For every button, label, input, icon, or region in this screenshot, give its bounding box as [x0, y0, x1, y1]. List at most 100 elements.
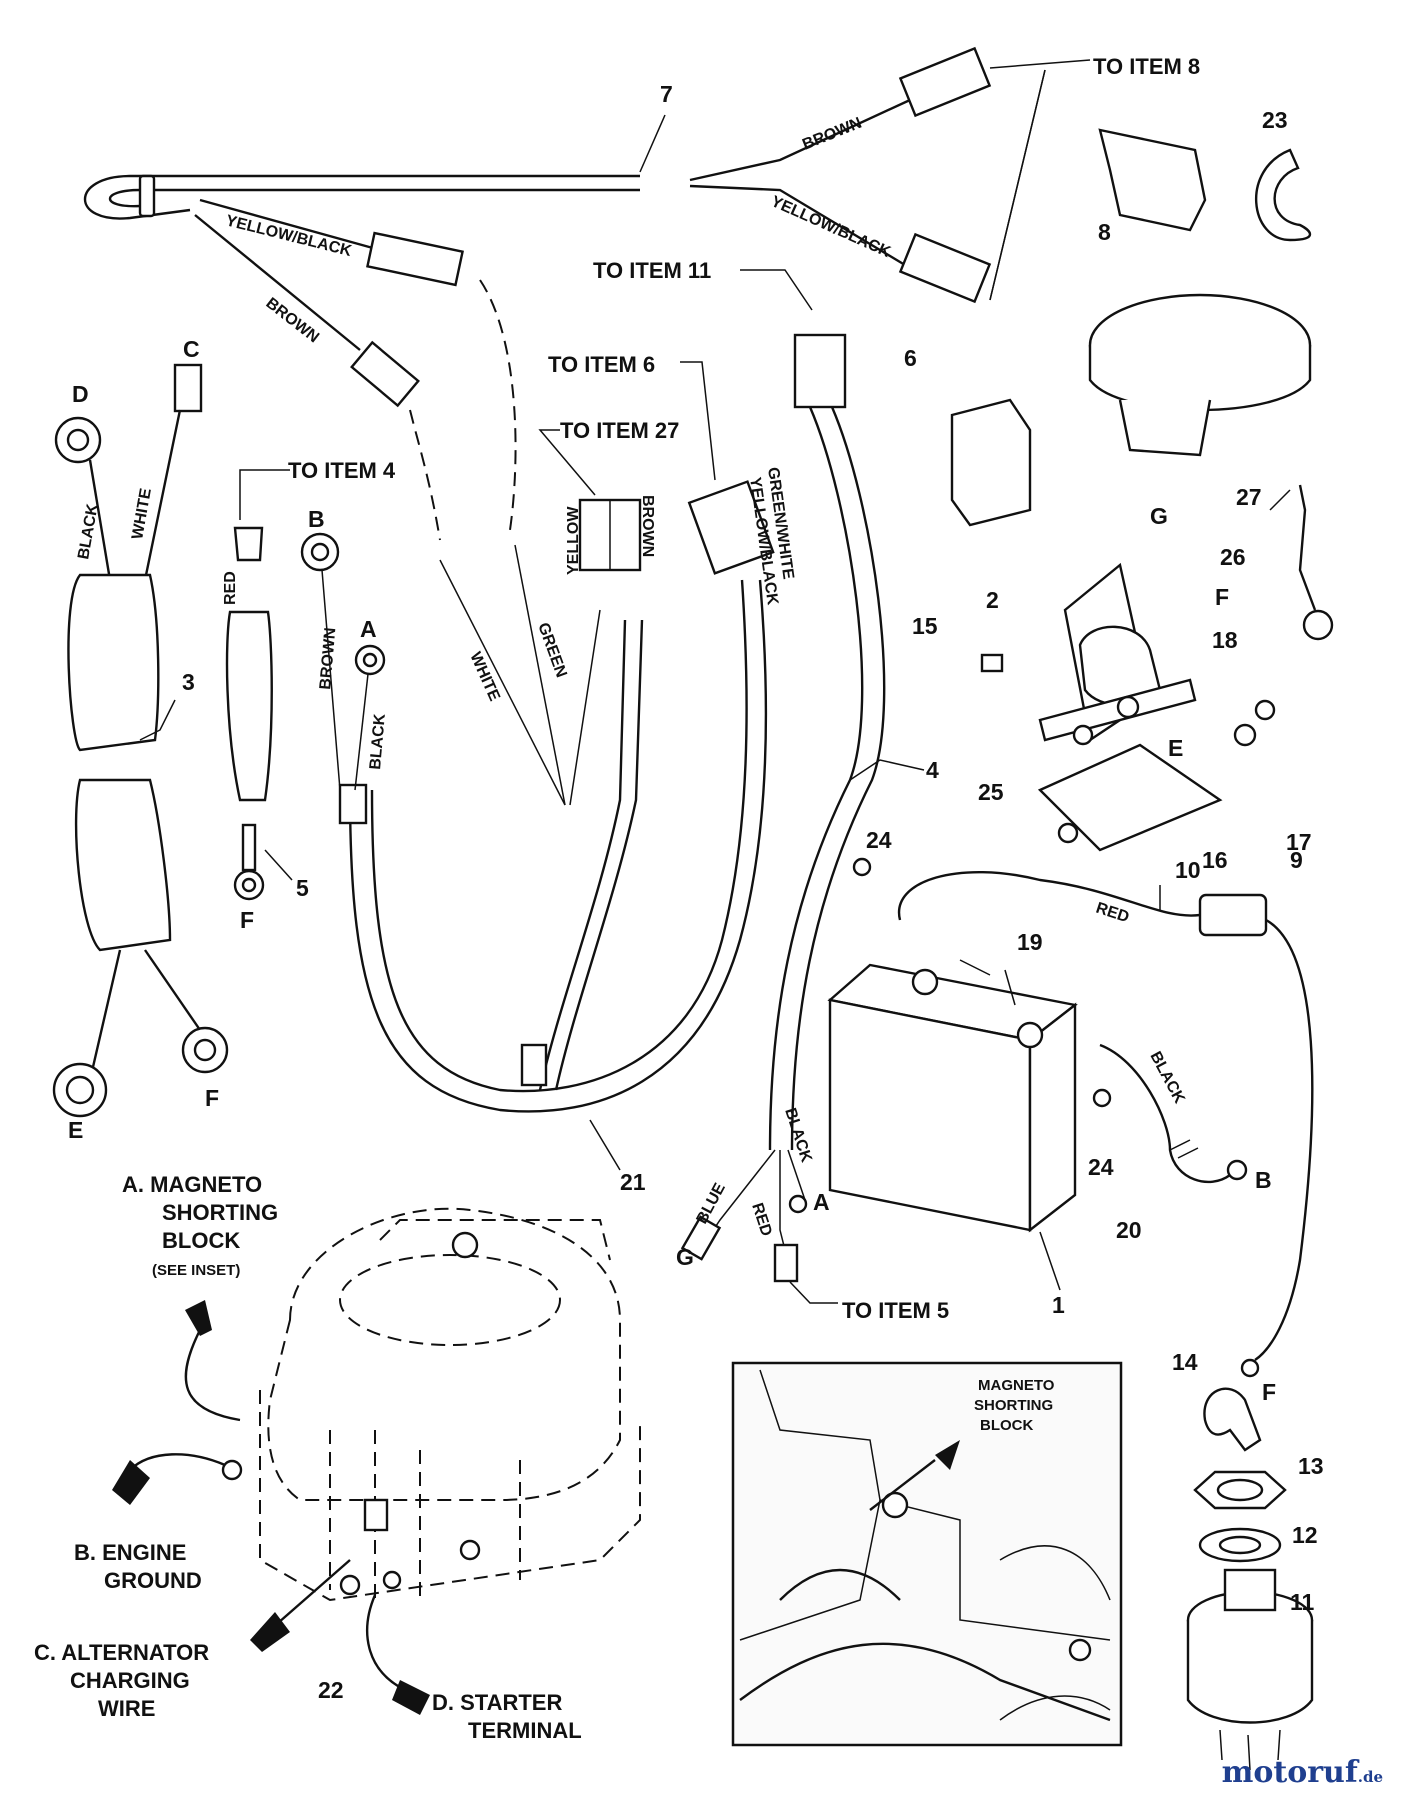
wire-label-yellow: YELLOW: [565, 506, 582, 575]
note-c-line1: C. ALTERNATOR: [34, 1640, 209, 1665]
wire-label-red-battery: RED: [1094, 900, 1131, 927]
part-number-10: 10: [1175, 857, 1201, 883]
note-b-line2: GROUND: [104, 1568, 202, 1593]
plate-item-16: [1037, 743, 1223, 852]
part-number-12: 12: [1292, 1522, 1318, 1548]
terminal-a-lower: A: [813, 1189, 830, 1215]
note-a-line4: (SEE INSET): [152, 1262, 240, 1279]
part-number-14: 14: [1172, 1349, 1198, 1375]
arrow-alternator: [269, 1559, 351, 1631]
terminal-e-switch: E: [1168, 735, 1183, 761]
callout-to-item-11: TO ITEM 11: [593, 258, 711, 283]
note-c-line2: CHARGING: [70, 1668, 190, 1693]
terminal-f-switch: F: [1215, 584, 1229, 610]
callout-to-item-5: TO ITEM 5: [842, 1298, 949, 1323]
battery-item-1: [827, 959, 1078, 1233]
callout-to-item-6: TO ITEM 6: [548, 352, 655, 377]
terminal-e-lower: E: [68, 1117, 83, 1143]
lock-washer-item-12: [1198, 1527, 1282, 1563]
rod-item-26: [1298, 484, 1317, 611]
part-number-3: 3: [182, 669, 195, 695]
harness-item-4: [680, 333, 886, 1283]
wire-label-red-4: RED: [748, 1201, 775, 1238]
part-number-21: 21: [620, 1169, 646, 1195]
terminal-a-upper: A: [360, 616, 377, 642]
wire-label-red-fuse: RED: [222, 571, 239, 605]
wire-label-white: WHITE: [466, 650, 503, 704]
part-number-9: 9: [1290, 847, 1303, 873]
part-number-6: 6: [904, 345, 917, 371]
relay-item-6: [950, 398, 1032, 527]
wire-label-brown-27: BROWN: [639, 495, 656, 557]
red-cable-item-10: [897, 870, 1201, 921]
leader-lines: [139, 59, 1291, 1304]
wire-label-yellow-black-right: YELLOW/BLACK: [768, 193, 893, 261]
connector-to-item-6: [687, 480, 775, 575]
part-number-15: 15: [912, 613, 938, 639]
nut-item-13: [1193, 1470, 1287, 1510]
wire-label-black-4: BLACK: [781, 1106, 815, 1165]
terminal-d: D: [72, 381, 89, 407]
terminal-b-upper: B: [308, 506, 325, 532]
cable-item-3: [52, 363, 229, 1118]
wire-label-brown-b: BROWN: [317, 627, 339, 690]
callout-to-item-27: TO ITEM 27: [560, 418, 679, 443]
engine-outline: [221, 1207, 641, 1602]
terminal-f-battery: F: [1262, 1379, 1276, 1405]
watermark-name: motoruf: [1221, 1755, 1358, 1790]
note-b-line1: B. ENGINE: [74, 1540, 186, 1565]
part-number-5: 5: [296, 875, 309, 901]
note-d-line1: D. STARTER: [432, 1690, 562, 1715]
harness-item-21: [338, 579, 768, 1113]
part-number-1: 1: [1052, 1292, 1065, 1318]
part-item-8: [1098, 128, 1207, 232]
part-number-2: 2: [986, 587, 999, 613]
key-item-14: [1203, 1387, 1262, 1452]
terminal-g-lower: G: [676, 1244, 694, 1270]
inset-caption-line2: SHORTING: [974, 1397, 1053, 1414]
part-number-7: 7: [660, 81, 673, 107]
callout-to-item-8: TO ITEM 8: [1093, 54, 1200, 79]
wire-label-black-a: BLACK: [367, 713, 389, 771]
terminal-c: C: [183, 336, 200, 362]
terminal-f-lower: F: [205, 1085, 219, 1111]
wire-label-black-item-3: BLACK: [75, 502, 102, 561]
watermark-logo: motoruf.de: [1222, 1755, 1383, 1790]
part-number-23: 23: [1262, 107, 1288, 133]
part-number-19: 19: [1017, 929, 1043, 955]
part-number-27: 27: [1236, 484, 1262, 510]
part-number-26: 26: [1220, 544, 1246, 570]
wire-label-brown-top: BROWN: [800, 115, 864, 154]
part-number-18: 18: [1212, 627, 1238, 653]
part-number-4: 4: [926, 757, 939, 783]
wire-label-white-item-3: WHITE: [129, 487, 155, 541]
part-number-22: 22: [318, 1677, 344, 1703]
arrow-engine-ground: [129, 1453, 226, 1471]
part-number-8: 8: [1098, 219, 1111, 245]
note-d-line2: TERMINAL: [468, 1718, 582, 1743]
terminal-b-battery: B: [1255, 1167, 1272, 1193]
note-c-line3: WIRE: [98, 1696, 155, 1721]
part-number-16: 16: [1202, 847, 1228, 873]
wire-label-brown-left: BROWN: [263, 295, 322, 347]
callout-to-item-4: TO ITEM 4: [288, 458, 396, 483]
inset-photo: [731, 1361, 1123, 1747]
part-number-20: 20: [1116, 1217, 1142, 1243]
watermark-suffix: .de: [1357, 1768, 1383, 1786]
part-number-25: 25: [978, 779, 1004, 805]
part-number-11: 11: [1290, 1589, 1315, 1615]
switch-item-2: [1038, 562, 1197, 743]
part-number-24-lower: 24: [1088, 1154, 1114, 1180]
terminal-g-switch: G: [1150, 503, 1168, 529]
arrow-magneto: [184, 1329, 241, 1422]
clip-item-23: [1254, 148, 1312, 242]
note-a-line3: BLOCK: [162, 1228, 240, 1253]
harness-item-7: [84, 46, 992, 408]
terminal-f-fuse: F: [240, 907, 254, 933]
ignition-switch-item-11: [1186, 1568, 1314, 1771]
part-number-24-upper: 24: [866, 827, 892, 853]
inset-caption-line3: BLOCK: [980, 1417, 1033, 1434]
arrow-starter: [366, 1594, 406, 1692]
solenoid-item-27: [1088, 293, 1312, 457]
